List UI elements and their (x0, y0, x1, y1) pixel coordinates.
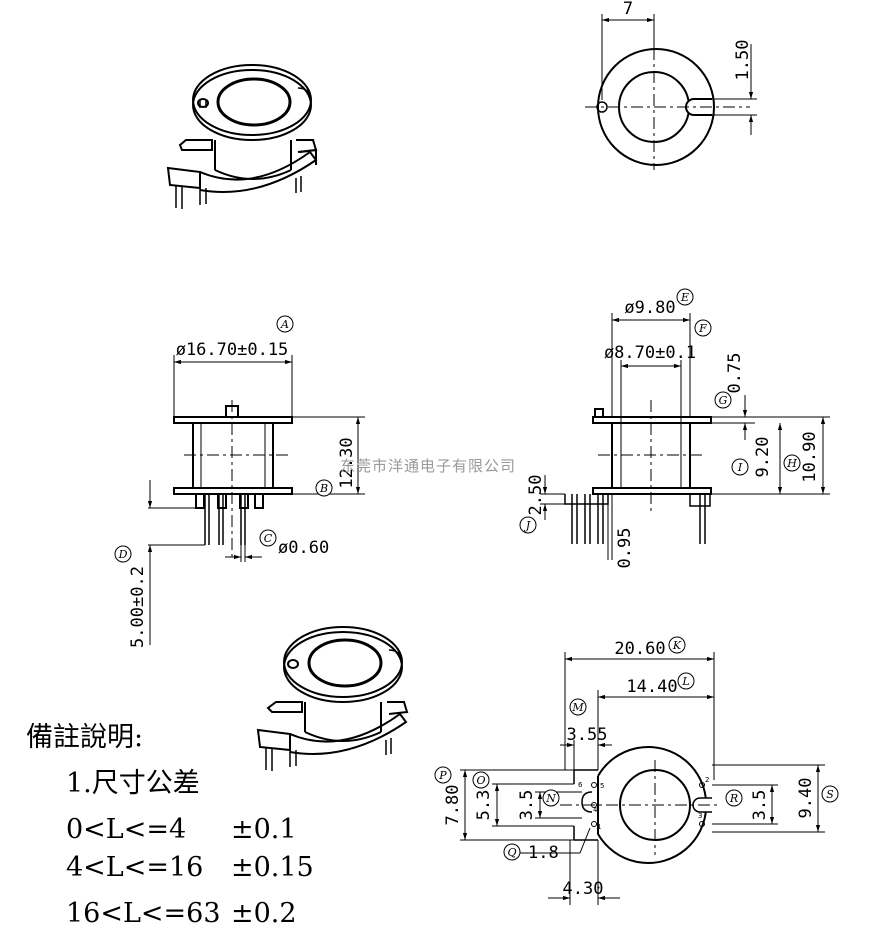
tolerance-range: 16<L<=63 (66, 898, 221, 929)
side-view (540, 313, 830, 560)
label-N: N (545, 792, 556, 805)
dim-P: 7.80 (443, 785, 463, 826)
dim-bottom-gap: 0.95 (615, 528, 635, 569)
label-B: B (319, 482, 328, 495)
label-H: H (786, 457, 797, 470)
tolerance-range: 0<L<=4 (66, 814, 187, 845)
watermark: 东莞市洋通电子有限公司 (340, 457, 516, 475)
dim-E: ø9.80 (624, 298, 675, 318)
dim-O: 5.3 (474, 790, 494, 821)
tolerance-value: ±0.1 (231, 814, 297, 845)
label-M: M (571, 701, 584, 714)
dim-L: 14.40 (626, 677, 677, 697)
label-J: J (524, 519, 531, 532)
tolerance-value: ±0.2 (231, 898, 297, 929)
dim-S: 9.40 (796, 778, 816, 819)
tolerance-value: ±0.15 (231, 852, 314, 883)
label-A: A (280, 318, 289, 331)
dim-M: 3.55 (567, 725, 608, 745)
dim-A: ø16.70±0.15 (176, 340, 289, 360)
pin-number: 3 (698, 812, 702, 820)
label-O: O (476, 774, 485, 787)
notes-subtitle: 1.尺寸公差 (66, 768, 200, 799)
pin-number: 1 (597, 823, 601, 831)
dim-C: ø0.60 (278, 538, 329, 558)
label-L: L (681, 675, 689, 688)
dim-top-slot: 1.50 (733, 40, 753, 81)
label-C: C (264, 532, 273, 545)
label-S: S (826, 788, 834, 801)
label-K: K (672, 639, 682, 652)
dim-pin-pitch: 4.30 (563, 879, 604, 899)
dim-J: 2.50 (526, 475, 546, 516)
dim-top-width: 7 (623, 0, 633, 19)
label-P: P (438, 769, 447, 782)
dim-Q: 1.8 (528, 843, 559, 863)
top-view (585, 14, 757, 170)
pin-number: 4 (593, 806, 598, 814)
circle-labels-front (114, 315, 333, 563)
dim-F: ø8.70±0.1 (604, 343, 696, 363)
front-view (147, 355, 365, 645)
dim-D: 5.00±0.2 (128, 566, 148, 648)
tolerance-row: 4<L<=16 ±0.15 (66, 854, 314, 881)
pin-number: 5 (600, 782, 604, 790)
tolerance-row: 16<L<=63 ±0.2 (66, 900, 297, 927)
label-G: G (719, 394, 728, 407)
pin-number-labels: 6 5 4 1 2 3 (578, 776, 709, 831)
dim-N: 3.5 (517, 790, 537, 821)
pin-number: 2 (705, 776, 709, 784)
tolerance-row: 0<L<=4 ±0.1 (66, 816, 297, 843)
label-Q: Q (507, 846, 516, 859)
label-F: F (698, 322, 707, 335)
isometric-view-bottom (256, 626, 409, 771)
dim-B: 12.30 (337, 437, 357, 488)
dim-I: 9.20 (753, 437, 773, 478)
label-E: E (680, 291, 689, 304)
circle-labels-bottom (434, 636, 839, 861)
dim-K: 20.60 (614, 639, 665, 659)
notes-title: 備註說明: (26, 722, 144, 753)
label-R: R (729, 792, 738, 805)
circle-labels-side (519, 288, 801, 534)
dim-G: 0.75 (725, 353, 745, 394)
tolerance-range: 4<L<=16 (66, 852, 204, 883)
isometric-view-top (166, 64, 318, 209)
bottom-view (460, 652, 825, 905)
pin-number: 6 (578, 781, 583, 789)
dim-H: 10.90 (800, 431, 820, 482)
label-I: I (737, 461, 743, 474)
dim-R: 3.5 (750, 790, 770, 821)
label-D: D (118, 548, 128, 561)
